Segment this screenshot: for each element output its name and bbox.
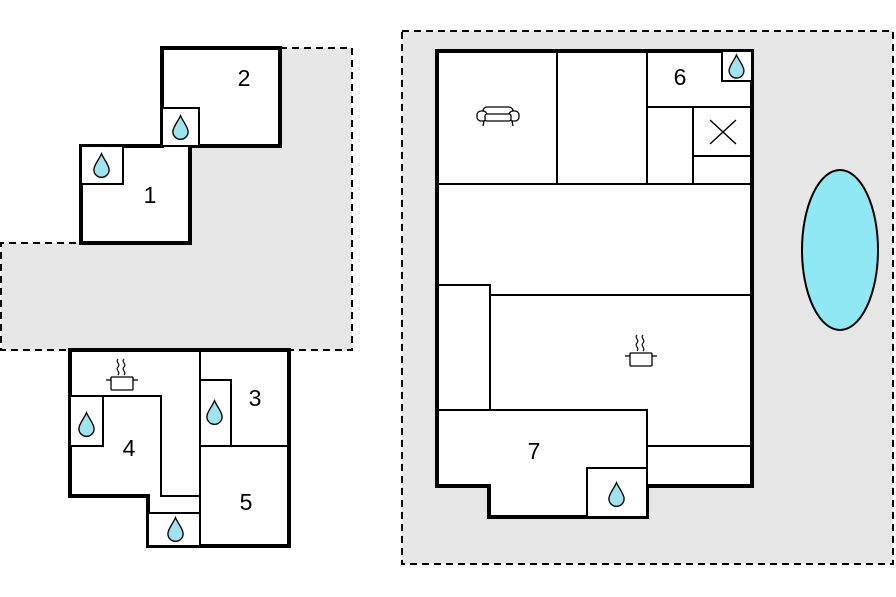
room-label-4: 4 — [123, 435, 136, 461]
cross-icon — [709, 119, 737, 145]
room-label-3: 3 — [249, 385, 262, 411]
room-label-1: 1 — [144, 182, 157, 208]
room-label-7: 7 — [528, 438, 541, 464]
building-rooms-1-2: 2 1 — [79, 46, 282, 245]
room-label-6: 6 — [674, 64, 687, 90]
building-rooms-6-7: 6 7 — [435, 49, 754, 519]
building-rooms-3-4-5: 3 4 5 — [68, 348, 291, 548]
pool — [801, 169, 879, 331]
room-label-2: 2 — [238, 65, 251, 91]
room-label-5: 5 — [240, 489, 253, 515]
